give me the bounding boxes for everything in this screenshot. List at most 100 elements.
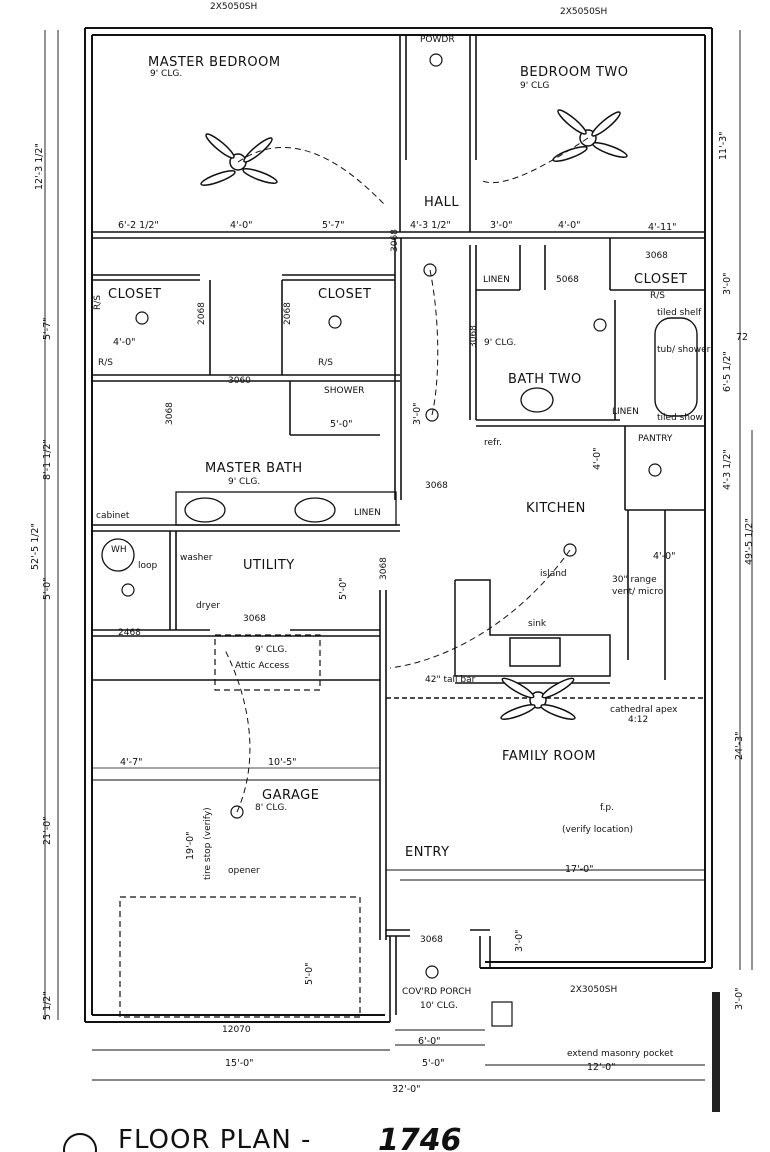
door-3060: 3060	[228, 376, 251, 386]
door-3068-e: 3068	[165, 402, 175, 425]
dim-12-0: 12'-0"	[587, 1062, 616, 1073]
room-shower: SHOWER	[324, 386, 364, 396]
note-range: 30" range	[612, 575, 657, 585]
dim-3-0-entry: 3'-0"	[514, 930, 525, 953]
dim-32-0: 32'-0"	[392, 1084, 421, 1095]
room-porch: COV'RD PORCH	[402, 987, 471, 997]
room-master-bath: MASTER BATH	[205, 461, 303, 476]
room-closet-right: CLOSET	[634, 272, 688, 287]
dim-5-0-shower: 5'-0"	[330, 419, 353, 430]
dim-3-0a: 3'-0"	[490, 220, 513, 231]
door-2468: 2468	[118, 628, 141, 638]
dim-17-0: 17'-0"	[565, 864, 594, 875]
door-2068-a: 2068	[197, 302, 207, 325]
dim-5-0-util: 5'-0"	[338, 578, 349, 601]
note-tub: tub/ shower	[657, 345, 711, 355]
room-pantry: PANTRY	[638, 434, 673, 444]
garage-door	[119, 634, 361, 1018]
dim-6-0: 6'-0"	[418, 1036, 441, 1047]
door-3068-h: 3068	[645, 251, 668, 261]
note-cathedral: cathedral apex	[610, 705, 678, 715]
dim-right-4-3: 4'-3 1/2"	[722, 449, 733, 490]
title-label: FLOOR PLAN -	[118, 1125, 311, 1152]
room-entry: ENTRY	[405, 845, 450, 860]
dim-left-5-0: 5'-0"	[42, 578, 53, 601]
note-vent: vent/ micro	[612, 587, 664, 597]
note-opener: opener	[228, 866, 260, 876]
note-dryer: dryer	[196, 601, 220, 611]
room-kitchen: KITCHEN	[526, 501, 586, 516]
dim-left-21-0: 21'-0"	[42, 816, 53, 845]
note-window-tl: 2X5050SH	[210, 2, 257, 12]
plan-notes: Attic Access 9' CLG. cathedral apex 4:12…	[93, 2, 711, 1059]
dim-left-12-3: 12'-3 1/2"	[34, 143, 45, 190]
dim-10-5: 10'-5"	[268, 757, 297, 768]
dim-15-0: 15'-0"	[225, 1058, 254, 1069]
room-master-bedroom: MASTER BEDROOM	[148, 55, 281, 70]
ceiling-fan-family	[500, 677, 576, 720]
dim-6-2: 6'-2 1/2"	[118, 220, 159, 231]
room-closet-mid: CLOSET	[318, 287, 372, 302]
door-3068-c: 3068	[379, 557, 389, 580]
dim-right-3-0: 3'-0"	[722, 273, 733, 296]
room-utility: UTILITY	[243, 558, 295, 573]
room-garage: GARAGE	[262, 788, 319, 803]
light-fixtures	[121, 53, 662, 979]
dim-right-6-5: 6'-5 1/2"	[722, 351, 733, 392]
note-cabinet: cabinet	[96, 511, 130, 521]
note-attic: Attic Access	[235, 661, 289, 671]
note-powder: POWDR	[420, 35, 455, 45]
door-3068-d: 3068	[425, 481, 448, 491]
dim-4-0c: 4'-0"	[113, 337, 136, 348]
dim-4-0a: 4'-0"	[230, 220, 253, 231]
door-12070: 12070	[222, 1025, 251, 1035]
porch-column	[491, 1001, 513, 1027]
note-rs3: R/S	[650, 291, 665, 301]
note-rs1: R/S	[98, 358, 113, 368]
vanity-sinks	[101, 387, 554, 572]
dim-5-0-garage: 5'-0"	[304, 963, 315, 986]
note-clg-hall: 9' CLG.	[484, 338, 516, 348]
drawing-title: FLOOR PLAN - 1746	[63, 1123, 462, 1152]
room-labels: MASTER BEDROOM 9' CLG. BEDROOM TWO 9' CL…	[108, 55, 688, 1011]
detail-marker	[63, 1133, 97, 1152]
dim-left-8-1: 8'-1 1/2"	[42, 439, 53, 480]
dim-5-7: 5'-7"	[322, 220, 345, 231]
note-refr: refr.	[484, 438, 502, 448]
note-clg-b2: 9' CLG	[520, 81, 549, 91]
note-clg-porch: 10' CLG.	[420, 1001, 458, 1011]
dim-5-0-porch: 5'-0"	[422, 1058, 445, 1069]
note-rs2: R/S	[318, 358, 333, 368]
note-washer: washer	[180, 553, 213, 563]
note-pitch: 4:12	[628, 715, 648, 725]
exterior-walls	[84, 27, 713, 1023]
ceiling-fan-bedroom-two	[552, 109, 628, 162]
note-loop: loop	[138, 561, 158, 571]
ceiling-fan-master	[200, 133, 278, 186]
dim-3-0-shower: 3'-0"	[412, 403, 423, 426]
door-3068-b: 3068	[469, 325, 479, 348]
note-clg-mbath: 9' CLG.	[228, 477, 260, 487]
room-family: FAMILY ROOM	[502, 749, 596, 764]
note-tall-bar: 42" tall bar	[425, 675, 476, 685]
dim-right-72: 72	[736, 332, 748, 343]
dim-left-5-12: 5 1/2"	[42, 991, 53, 1020]
note-window-bottom: 2X3050SH	[570, 985, 617, 995]
dim-4-7: 4'-7"	[120, 757, 143, 768]
note-clg-attic: 9' CLG.	[255, 645, 287, 655]
room-hall: HALL	[424, 195, 459, 210]
dim-right-11: 11'-3"	[718, 131, 729, 160]
room-linen-top: LINEN	[483, 275, 510, 285]
dim-right-3-0b: 3'-0"	[734, 988, 745, 1011]
door-3068-g: 3068	[420, 935, 443, 945]
title-number: 1746	[378, 1123, 462, 1152]
note-wh: WH	[111, 545, 127, 555]
note-masonry: extend masonry pocket	[567, 1049, 674, 1059]
dim-4-0b: 4'-0"	[558, 220, 581, 231]
dim-right-24-3: 24'-3"	[734, 731, 745, 760]
dimension-lines	[44, 30, 753, 1081]
note-island: island	[540, 569, 567, 579]
dim-19-0: 19'-0"	[185, 831, 196, 860]
note-sink: sink	[528, 619, 547, 629]
